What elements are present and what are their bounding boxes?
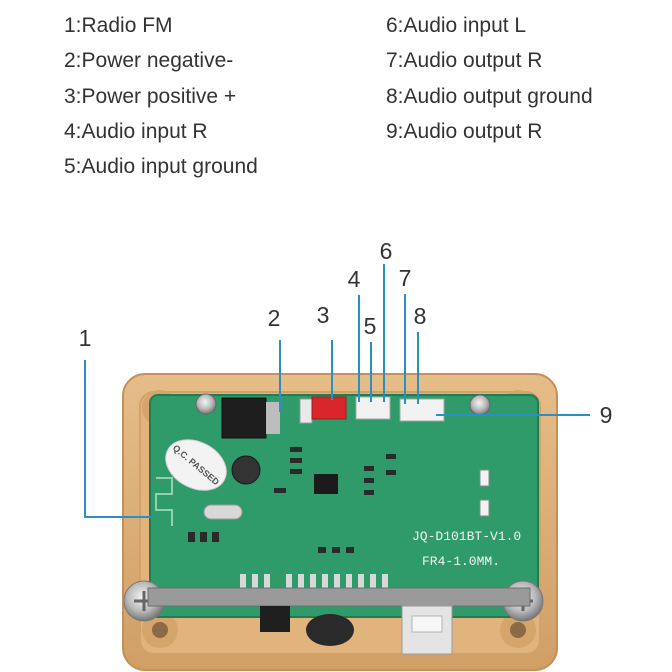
callout-4: 4: [348, 266, 361, 292]
pcb-screw-top-right: [469, 394, 491, 416]
callouts: 1 2 3 4 5 6 7 8 9: [79, 238, 613, 428]
metal-bracket: [147, 587, 531, 607]
callout-1: 1: [79, 325, 92, 351]
callout-7: 7: [399, 265, 412, 291]
crystal: [203, 504, 243, 520]
callout-9: 9: [600, 402, 613, 428]
usb-port: [401, 605, 453, 655]
voltage-regulator: [221, 397, 280, 439]
bottom-pin-header: [240, 574, 388, 592]
pcb-board: [149, 394, 539, 618]
board-material-label: FR4-1.0MM.: [422, 554, 500, 569]
callout-6: 6: [380, 238, 393, 264]
bottom-knob: [306, 614, 354, 646]
board-model-label: JQ-D101BT-V1.0: [412, 529, 521, 544]
legend-item-8: 8:Audio output ground: [386, 85, 593, 108]
leader-line-1: [84, 360, 152, 518]
legend-item-7: 7:Audio output R: [386, 49, 543, 72]
audio-input-connector: [355, 396, 391, 420]
legend-item-6: 6:Audio input L: [386, 14, 527, 37]
callout-3: 3: [317, 302, 330, 328]
callout-5: 5: [364, 313, 377, 339]
legend-item-4: 4:Audio input R: [64, 120, 208, 143]
legend-item-1: 1:Radio FM: [64, 14, 173, 37]
power-connector: [299, 396, 347, 424]
capacitor: [231, 455, 261, 485]
legend-item-9: 9:Audio output R: [386, 120, 543, 143]
callout-8: 8: [414, 303, 427, 329]
bottom-switch: [260, 606, 290, 632]
smd-components: [188, 447, 490, 553]
audio-output-connector: [399, 398, 445, 422]
main-ic: [314, 474, 338, 494]
legend-item-2: 2:Power negative-: [64, 49, 234, 72]
legend-item-3: 3:Power positive +: [64, 85, 237, 108]
antenna-trace: [155, 477, 173, 526]
qc-passed-sticker: Q.C. PASSED: [165, 439, 227, 491]
pcb-screw-top-left: [195, 393, 217, 415]
case-screw-bottom-left: [142, 612, 178, 648]
legend-item-5: 5:Audio input ground: [64, 155, 258, 178]
leader-lines: [84, 264, 590, 518]
callout-2: 2: [268, 305, 281, 331]
